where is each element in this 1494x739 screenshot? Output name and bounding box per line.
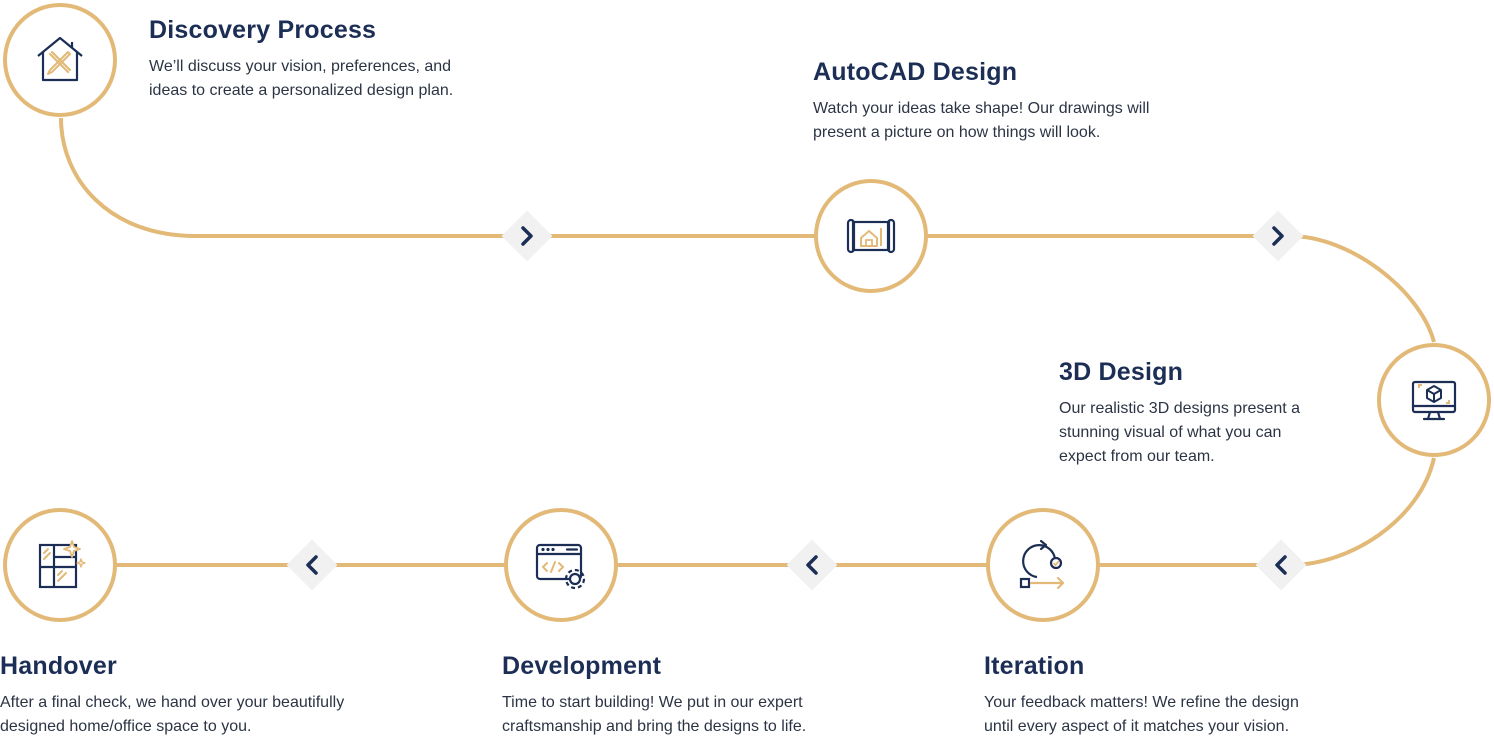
arrow-left-1 [1255,539,1307,591]
code-gear-icon [535,543,586,590]
step-title: AutoCAD Design [813,58,1018,86]
step-description: We’ll discuss your vision, preferences, … [149,58,454,99]
step-title: 3D Design [1059,358,1184,386]
chevron-right-icon [1272,226,1284,246]
step-development: Development Time to start building! We p… [502,652,882,739]
step-circle-autocad [814,179,928,293]
step-circle-3d [1377,343,1491,457]
step-iteration: Iteration Your feedback matters! We refi… [984,652,1364,739]
step-3d: 3D Design Our realistic 3D designs prese… [1059,358,1359,469]
step-discovery: Discovery Process We’ll discuss your vis… [149,16,509,103]
step-description: Your feedback matters! We refine the des… [984,694,1299,735]
chevron-right-icon [521,226,533,246]
step-title: Discovery Process [149,16,377,44]
step-circle-iteration [986,508,1100,622]
step-title: Handover [0,652,117,680]
arrow-right-2 [1252,210,1304,262]
house-tools-icon [37,36,83,82]
step-circle-handover [3,508,117,622]
step-circle-discovery [3,3,117,117]
sparkling-window-icon [38,540,86,589]
step-autocad: AutoCAD Design Watch your ideas take sha… [813,58,1193,145]
monitor-cube-icon [1411,380,1457,421]
step-description: After a final check, we hand over your b… [0,694,345,735]
arrow-left-2 [786,539,838,591]
step-description: Time to start building! We put in our ex… [502,694,807,735]
chevron-left-icon [806,555,818,575]
step-circle-development [504,508,618,622]
arrow-right-1 [501,210,553,262]
step-handover: Handover After a final check, we hand ov… [0,652,400,739]
chevron-left-icon [306,555,318,575]
step-title: Iteration [984,652,1085,680]
iteration-cycle-icon [1019,539,1065,590]
chevron-left-icon [1275,555,1287,575]
step-description: Watch your ideas take shape! Our drawing… [813,100,1150,141]
step-description: Our realistic 3D designs present a stunn… [1059,400,1300,465]
arrow-left-3 [286,539,338,591]
blueprint-icon [846,218,896,254]
step-title: Development [502,652,662,680]
